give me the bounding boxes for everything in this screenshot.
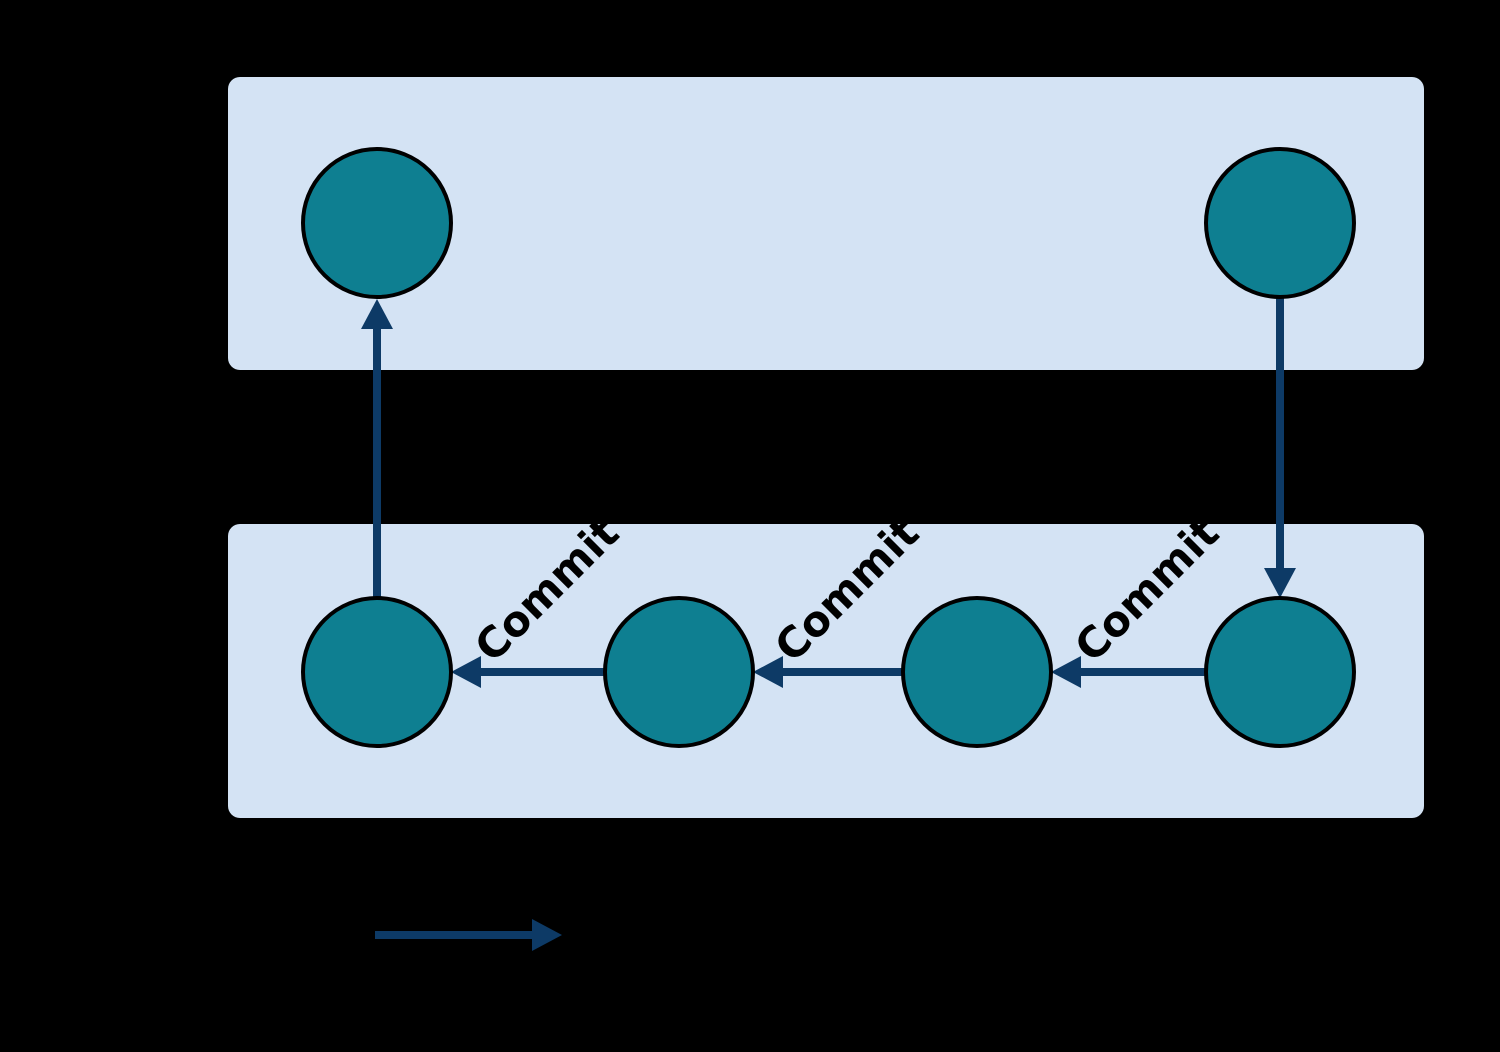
time-direction-arrow bbox=[375, 919, 562, 951]
commit-node-lower-node-3[interactable] bbox=[901, 596, 1053, 748]
commit-nodes-group bbox=[301, 147, 1356, 748]
commit-node-lower-node-1[interactable] bbox=[301, 596, 453, 748]
push-arrow-up bbox=[361, 299, 393, 598]
commit-arrow-1 bbox=[451, 656, 605, 688]
remote-repository-panel bbox=[228, 77, 1424, 370]
commit-node-lower-node-4[interactable] bbox=[1204, 596, 1356, 748]
vertical-arrows-group bbox=[361, 297, 1296, 598]
commit-node-upper-right-node[interactable] bbox=[1204, 147, 1356, 299]
commit-arrow-2 bbox=[753, 656, 903, 688]
time-direction-legend bbox=[375, 919, 562, 951]
pull-arrow-down bbox=[1264, 297, 1296, 598]
commit-arrows-group bbox=[451, 656, 1206, 688]
commit-node-upper-left-node[interactable] bbox=[301, 147, 453, 299]
commit-node-lower-node-2[interactable] bbox=[603, 596, 755, 748]
commit-arrow-3 bbox=[1051, 656, 1206, 688]
